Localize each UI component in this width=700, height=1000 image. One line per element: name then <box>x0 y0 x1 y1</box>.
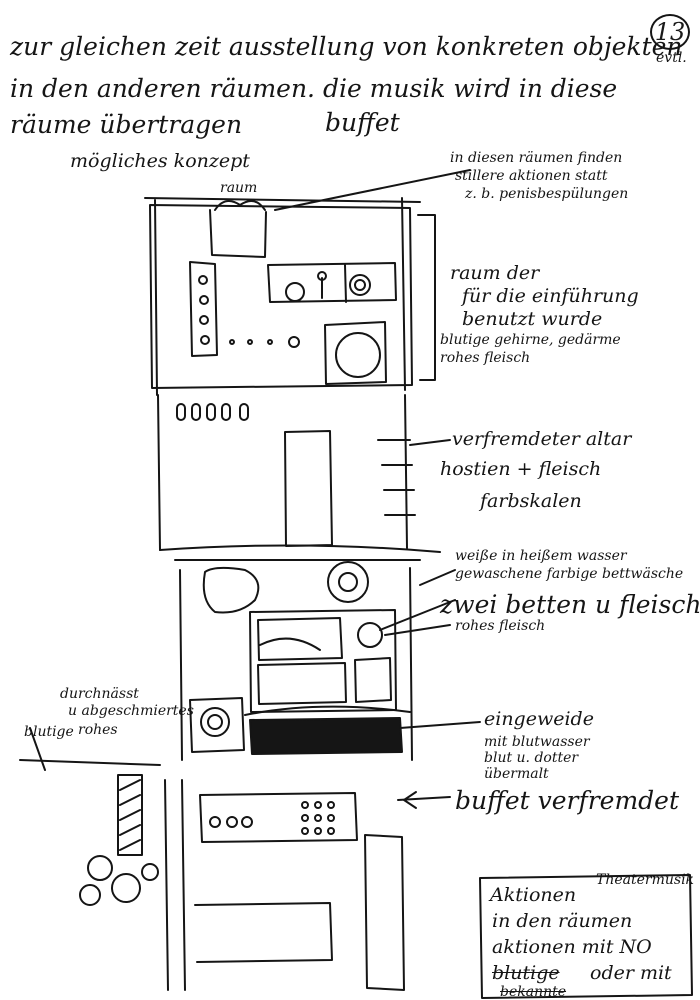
entrails-label: eingeweide <box>484 708 594 730</box>
entrails-note-1: mit blutwasser <box>484 734 590 750</box>
entrails-note-3: übermalt <box>484 766 549 782</box>
left-note-1: durchnässt <box>60 686 139 702</box>
room-note-1: in diesen räumen finden <box>450 150 623 166</box>
box-line-3: aktionen mit NO <box>492 936 652 958</box>
intro-room-1: raum der <box>450 262 540 284</box>
washed-linen-2: gewaschene farbige bettwäsche <box>455 566 684 582</box>
buffet-room <box>79 774 693 999</box>
heading-line-1-note: evtl. <box>656 50 687 66</box>
entrails-note-2: blut u. dotter <box>484 750 579 766</box>
left-note-3: rohes <box>78 722 118 738</box>
intro-room-5: rohes fleisch <box>440 350 531 366</box>
intro-room-4: blutige gehirne, gedärme <box>440 332 621 348</box>
possible-concept-label: mögliches konzept <box>70 150 250 172</box>
room-note-3: z. b. penisbespülungen <box>465 186 629 202</box>
beds-label: zwei betten u fleisch <box>440 590 700 619</box>
columns-label: farbskalen <box>480 490 582 512</box>
lower-room <box>19 561 413 771</box>
box-line-2: in den räumen <box>492 910 633 932</box>
washed-linen-1: weiße in heißem wasser <box>455 548 627 564</box>
room-note-2: stillere aktionen statt <box>455 168 608 184</box>
raw-meat-label: rohes fleisch <box>455 618 546 634</box>
intro-room-3: benutzt wurde <box>462 308 603 330</box>
box-title-aside: Theatermusik <box>596 872 695 888</box>
heading-line-2: in den anderen räumen. die musik wird in… <box>10 74 618 103</box>
page-number: 13 <box>650 14 690 50</box>
altar-note: hostien + fleisch <box>440 458 602 480</box>
intro-room-2: für die einführung <box>462 285 639 307</box>
left-note-2: u abgeschmiertes <box>68 703 194 719</box>
room-label: raum <box>220 180 258 196</box>
left-aside: blutige <box>24 724 74 740</box>
upper-room <box>144 169 471 396</box>
box-title: Aktionen <box>490 884 577 906</box>
altar-label: verfremdeter altar <box>452 428 632 450</box>
box-line-5-struck: bekannte <box>500 984 567 1000</box>
box-line-4-struck: blutige <box>492 962 560 984</box>
buffet-note: buffet verfremdet <box>455 786 680 815</box>
box-line-4: oder mit <box>590 962 672 984</box>
heading-line-1: zur gleichen zeit ausstellung von konkre… <box>10 32 683 61</box>
middle-room <box>157 394 451 561</box>
heading-buffet: buffet <box>325 108 400 137</box>
heading-line-3: räume übertragen <box>10 110 243 139</box>
